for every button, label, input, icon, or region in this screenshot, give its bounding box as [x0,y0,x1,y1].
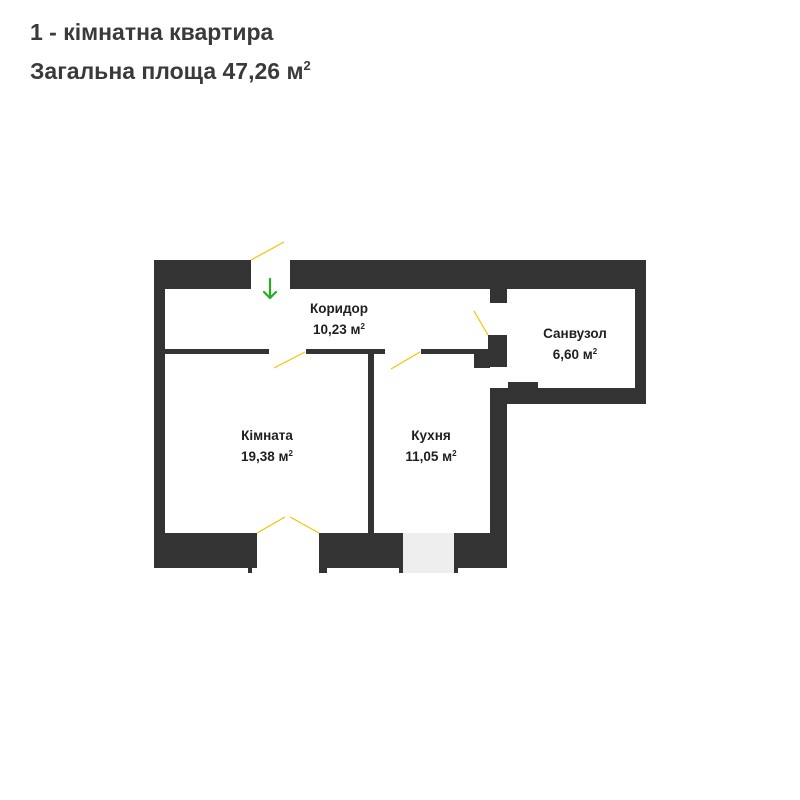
bathroom-wall-pillar-bottom [488,335,507,367]
partition-room-kitchen [368,349,374,535]
partition-mid [306,349,385,354]
wall-stub-1 [248,568,252,573]
apartment-title: 1 - кімнатна квартира [30,19,274,45]
outer-walls [154,260,646,573]
partition-room-corridor [165,349,269,354]
door-swings [250,241,489,534]
door-swing-kitchen [390,351,421,370]
bathroom-wall-pillar-top [490,289,507,303]
room-kitchen: Кухня 11,05 м2 [405,427,456,466]
room-corridor-area-sup: 2 [360,322,365,331]
room-kitchen-area: 11,05 м2 [405,445,456,466]
room-living: Кімната 19,38 м2 [241,427,293,466]
wall-bathroom-right [635,260,646,404]
room-kitchen-area-value: 11,05 м [405,449,453,464]
wall-bottom-1 [154,533,257,568]
total-area-unit-sup: 2 [303,58,311,73]
apartment-header: 1 - кімнатна квартира Загальна площа 47,… [30,16,311,88]
wall-top-right [290,260,646,289]
wall-right-lower [490,388,507,568]
room-corridor-area-value: 10,23 м [313,322,361,337]
door-swing-balcony-right [289,516,320,534]
wall-left [154,260,165,568]
wall-stub-4 [454,568,458,573]
room-bathroom: Санвузол 6,60 м2 [543,325,607,364]
total-area: Загальна площа 47,26 м2 [30,49,311,88]
room-bathroom-area: 6,60 м2 [543,343,607,364]
door-swing-bathroom [473,310,489,336]
door-swing-entrance [250,241,285,261]
door-swing-room [273,351,306,369]
room-corridor-name: Коридор [309,301,369,316]
room-corridor: Коридор 10,23 м2 [310,300,368,339]
room-bathroom-area-value: 6,60 м [552,347,593,362]
bathroom-wall-block [474,352,490,368]
wall-stub-3 [399,568,403,573]
wall-bottom-2 [319,533,403,568]
total-area-value: Загальна площа 47,26 м [30,58,304,84]
room-living-name: Кімната [241,428,293,443]
partition-kitchen-corridor [421,349,488,354]
room-living-area-sup: 2 [288,449,293,458]
room-living-area: 19,38 м2 [241,445,293,466]
window [403,533,454,573]
wall-bathroom-corner [508,382,538,394]
room-living-area-value: 19,38 м [241,449,289,464]
wall-stub-2 [319,568,327,573]
arrow-down-icon [262,277,278,300]
room-bathroom-area-sup: 2 [592,347,598,356]
room-bathroom-name: Санвузол [543,326,607,341]
wall-top-left [154,260,251,289]
interior-walls [165,289,507,535]
room-corridor-area: 10,23 м2 [310,318,368,339]
wall-bottom-3 [454,533,507,568]
door-swing-balcony-left [256,516,286,534]
room-kitchen-name: Кухня [411,428,451,443]
arrow-head [262,290,278,300]
room-kitchen-area-sup: 2 [452,449,457,458]
